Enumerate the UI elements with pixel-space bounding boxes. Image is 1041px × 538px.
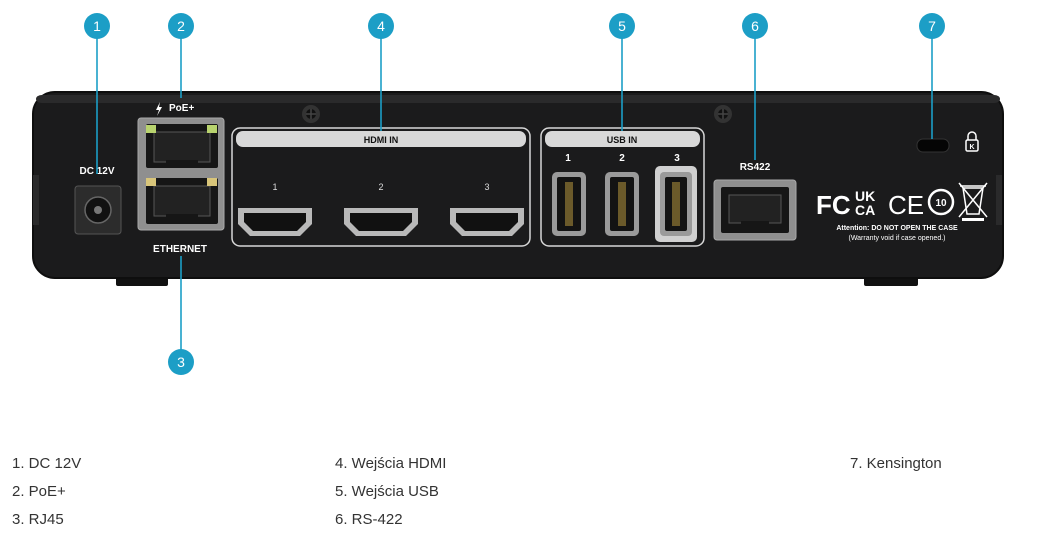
ce-mark: CE [888,190,924,220]
usb-port-number: 1 [565,153,571,164]
hdmi-port-3 [450,208,524,236]
ukca-mark-top: UK [855,188,875,204]
callout-number: 4 [377,18,385,34]
callout-markers: 1 2 3 4 5 6 7 [84,13,945,375]
dc-power-jack: DC 12V [74,166,122,235]
callout-leaders [96,38,933,350]
callout-number: 2 [177,18,185,34]
usb-port-number: 2 [619,153,625,164]
legend-item: 7. Kensington [850,455,942,472]
lightning-icon [156,102,162,116]
callout-marker: 3 [168,349,194,375]
led-right [207,125,217,133]
ukca-mark-bottom: CA [855,202,875,218]
legend-item: 4. Wejścia HDMI [335,455,447,472]
hdmi-port-number: 2 [378,182,383,192]
callout-marker: 6 [742,13,768,39]
svg-text:K: K [969,144,974,151]
usb-port-3 [655,166,697,242]
screw-right [714,105,732,123]
callout-number: 1 [93,18,101,34]
device-rear-panel-diagram: DC 12V PoE+ ETHERNET HDMI IN 1 2 3 [32,13,1004,375]
hdmi-port-2 [344,208,418,236]
usb-port-2 [605,172,639,236]
rs422-label: RS422 [740,162,771,173]
usb-group: USB IN 1 2 3 [540,127,705,247]
hdmi-port-number: 1 [272,182,277,192]
legend-item: 2. PoE+ [12,483,66,500]
warning-text: Attention: DO NOT OPEN THE CASE [836,225,958,232]
callout-marker: 7 [919,13,945,39]
rohs-mark: 10 [935,198,947,209]
poe-label: PoE+ [169,103,194,114]
callout-marker: 1 [84,13,110,39]
hdmi-group-label: HDMI IN [364,135,399,145]
lock-icon: K [965,131,979,152]
rohs-icon [927,188,955,216]
ethernet-ports: PoE+ ETHERNET [137,102,225,255]
fcc-mark: FC [816,190,851,220]
kensington-slot: K [916,131,979,153]
side-slot-right [996,175,1002,225]
usb-port-1 [552,172,586,236]
legend-item: 5. Wejścia USB [335,483,439,500]
hdmi-port-number: 3 [484,182,489,192]
weee-bin-icon [958,182,988,221]
callout-number: 7 [928,18,936,34]
warning-subtext: (Warranty void if case opened.) [848,235,945,242]
callout-number: 5 [618,18,626,34]
ethernet-label: ETHERNET [153,244,207,255]
callout-number: 6 [751,18,759,34]
usb-port-number: 3 [674,153,680,164]
legend-column-3: 7. Kensington [850,454,942,482]
callout-number: 3 [177,354,185,370]
chassis-top-highlight [36,95,1000,103]
legend-item: 6. RS-422 [335,511,403,528]
led-left [146,125,156,133]
legend-column-1: 1. DC 12V 2. PoE+ 3. RJ45 [12,454,81,538]
legend-column-2: 4. Wejścia HDMI 5. Wejścia USB 6. RS-422 [335,454,446,538]
usb-group-label: USB IN [607,135,638,145]
certification-marks: FC UK CA CE 10 Attention: DO NOT OPEN TH… [816,182,988,242]
callout-marker: 5 [609,13,635,39]
legend-item: 3. RJ45 [12,511,64,528]
hdmi-group: HDMI IN 1 2 3 [231,127,531,247]
hdmi-port-1 [238,208,312,236]
screw-left [302,105,320,123]
callout-marker: 4 [368,13,394,39]
legend-item: 1. DC 12V [12,455,82,472]
side-slot-left [33,175,39,225]
rs422-port: RS422 [713,162,797,241]
callout-marker: 2 [168,13,194,39]
